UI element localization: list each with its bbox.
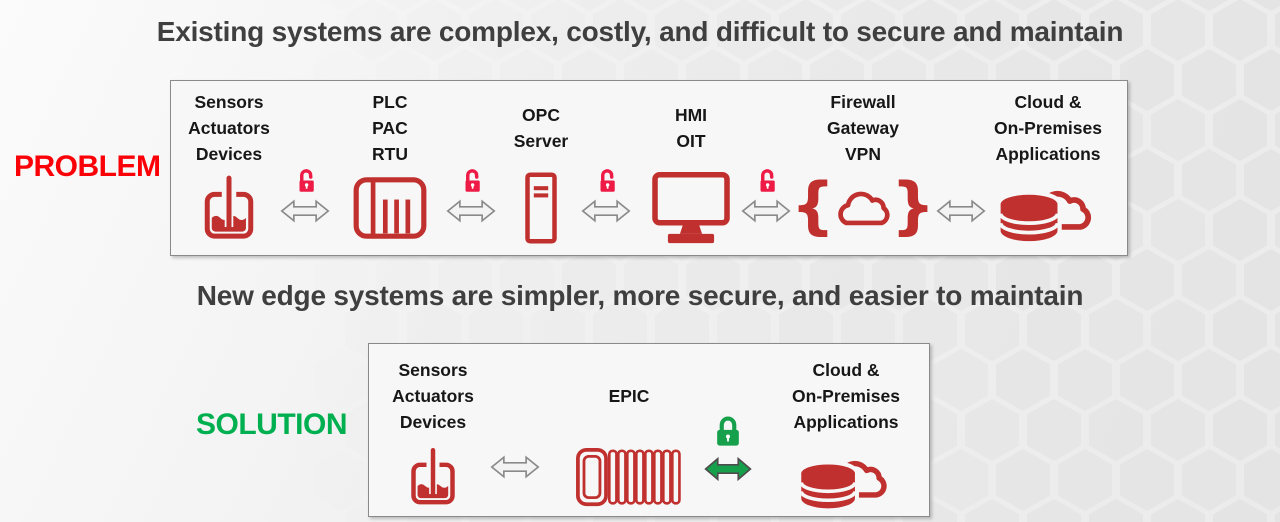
double-arrow-icon [488,454,542,480]
tank-sensor-icon [141,167,317,249]
node-label: OPC Server [513,105,569,151]
open-padlock-icon [594,167,619,194]
node-label: Cloud & On-Premises Applications [994,92,1102,164]
open-padlock-icon [459,167,484,194]
cloud-icon [838,191,890,226]
node-label: Firewall Gateway VPN [827,92,899,164]
problem-heading: Existing systems are complex, costly, an… [156,16,1124,47]
problem-label: PROBLEM [14,150,161,183]
problem-box: Sensors Actuators Devices [170,80,1128,256]
node-label: HMI OIT [674,105,708,151]
cloud-database-icon [758,438,934,516]
solution-label: SOLUTION [196,408,348,441]
double-arrow-icon [278,198,332,224]
monitor-icon [603,167,779,249]
open-padlock-icon [293,167,318,194]
connection-2-secure [692,414,764,483]
connection-2 [435,167,507,224]
green-double-arrow-icon [703,455,753,483]
node-label: Sensors Actuators Devices [188,92,270,164]
node-cloud-on-premises-applications: Cloud & On-Premises Applications [960,89,1136,249]
double-arrow-icon [444,198,498,224]
double-arrow-icon [934,198,988,224]
closed-padlock-icon [713,414,743,449]
solution-heading: New edge systems are simpler, more secur… [196,280,1084,311]
double-arrow-icon [739,198,793,224]
connection-1 [269,167,341,224]
right-brace-icon: } [891,169,936,242]
double-arrow-icon [579,198,633,224]
plc-icon [302,167,478,249]
node-label: Cloud & On-Premises Applications [792,360,900,432]
server-icon [453,167,629,249]
firewall-cloud-icon: { } [775,167,951,249]
node-label: Sensors Actuators Devices [392,360,474,432]
left-brace-icon: { [790,169,835,242]
node-label: PLC PAC RTU [372,92,408,164]
node-firewall-gateway-vpn: Firewall Gateway VPN { } [775,89,951,249]
open-padlock-icon [754,167,779,194]
connection-1 [479,454,551,480]
node-opc-server: OPC Server [453,89,629,249]
node-sensors-actuators-devices: Sensors Actuators Devices [141,89,317,249]
node-epic: EPIC [541,357,717,516]
epic-controller-icon [541,438,717,516]
node-sensors-actuators-devices: Sensors Actuators Devices [345,357,521,516]
node-plc-pac-rtu: PLC PAC RTU [302,89,478,249]
node-label: EPIC [608,386,650,406]
connection-4 [730,167,802,224]
solution-box: Sensors Actuators Devices [368,343,930,517]
connection-3 [570,167,642,224]
connection-5 [925,167,997,224]
tank-sensor-icon [345,438,521,516]
node-hmi-oit: HMI OIT [603,89,779,249]
cloud-database-icon [960,167,1136,249]
node-cloud-on-premises-applications: Cloud & On-Premises Applications [758,357,934,516]
